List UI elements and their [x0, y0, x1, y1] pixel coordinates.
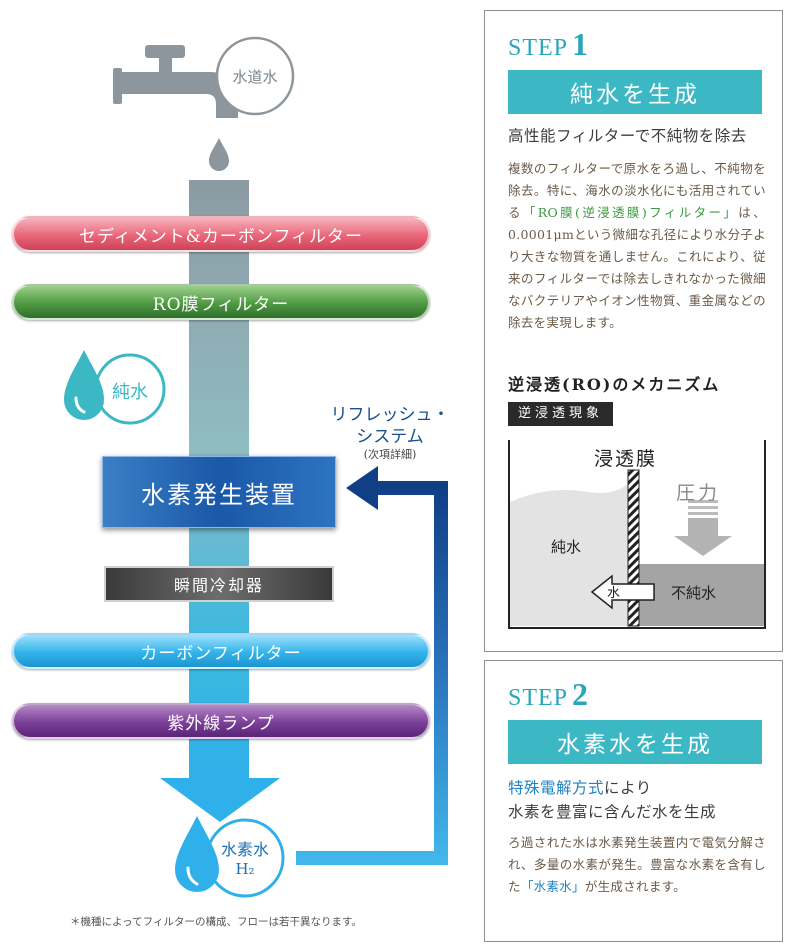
- refresh-line-1: リフレッシュ・: [330, 405, 450, 425]
- step2-subhead-highlight: 特殊電解方式: [508, 779, 605, 797]
- filter-carbon: カーボンフィルター: [12, 633, 430, 669]
- membrane-label: 浸透膜: [594, 448, 658, 470]
- refresh-line-2: システム: [356, 427, 424, 447]
- down-arrow-icon: [160, 778, 280, 822]
- step2-body-part2: が生成されます。: [584, 879, 686, 894]
- step2-subhead-part2: 水素を豊富に含んだ水を生成: [508, 803, 717, 821]
- hydrogen-formula: H₂: [235, 860, 255, 878]
- pure-water-label: 純水: [112, 382, 148, 403]
- instant-cooler-box: 瞬間冷却器: [104, 566, 334, 602]
- hydrogen-water-label: 水素水 H₂: [210, 840, 280, 878]
- mechanism-title: 逆浸透(RO)のメカニズム: [508, 375, 721, 394]
- step2-card: [484, 660, 783, 942]
- refresh-system-label: リフレッシュ・ システム (次項詳細): [320, 404, 460, 462]
- step2-body-highlight: 「水素水」: [520, 879, 585, 894]
- pressure-label: 圧力: [676, 482, 721, 504]
- step2-body: ろ過された水は水素発生装置内で電気分解され、多量の水素が発生。豊富な水素を含有し…: [508, 832, 766, 898]
- uv-lamp: 紫外線ランプ: [12, 703, 430, 739]
- faucet-icon: [113, 45, 238, 118]
- tap-water-badge: [215, 36, 295, 116]
- filter-sediment-carbon: セディメント&カーボンフィルター: [12, 216, 430, 252]
- hydrogen-device-box: 水素発生装置: [102, 456, 336, 528]
- pressure-arrow-icon: [674, 500, 732, 556]
- refresh-arrow: [296, 466, 448, 865]
- step2-number: 2: [572, 676, 589, 712]
- water-arrow-label: 水: [607, 586, 621, 601]
- step2-word: STEP: [508, 685, 569, 711]
- footnote: ＊機種によってフィルターの構成、フローは若干異なります。: [70, 916, 362, 928]
- refresh-note: (次項詳細): [363, 448, 417, 461]
- step2-title: STEP 2: [508, 676, 588, 713]
- hydrogen-water-text: 水素水: [220, 840, 269, 859]
- pure-water-drop-icon: [64, 350, 104, 420]
- filter-ro-membrane: RO膜フィルター: [12, 284, 430, 320]
- hydrogen-water-drop-icon: [175, 816, 219, 892]
- water-drop-icon: [209, 138, 229, 171]
- step1-body-highlight: 「RO膜(逆浸透膜)フィルター」: [522, 205, 739, 220]
- step1-band: 純水を生成: [508, 70, 762, 114]
- step1-word: STEP: [508, 35, 569, 61]
- membrane: [627, 469, 640, 627]
- water-flow-arrow-icon: [590, 574, 655, 610]
- step2-subhead: 特殊電解方式により 水素を豊富に含んだ水を生成: [508, 776, 716, 824]
- step2-subhead-part1: により: [604, 779, 652, 797]
- step2-band: 水素水を生成: [508, 720, 762, 764]
- step1-body-part1: 複数のフィルターで原水をろ過し、不純物を除去。特に、海水の淡水化にも活用されてい…: [508, 161, 766, 220]
- step1-subhead: 高性能フィルターで不純物を除去: [508, 127, 747, 145]
- step1-body: 複数のフィルターで原水をろ過し、不純物を除去。特に、海水の淡水化にも活用されてい…: [508, 158, 766, 334]
- mechanism-badge: 逆浸透現象: [508, 402, 614, 426]
- ro-mechanism-diagram: [508, 440, 766, 629]
- step2-body-part1: ろ過された水は水素発生装置内で電気分解され、多量の水素が発生。豊富な水素を含有し…: [508, 835, 766, 894]
- step1-body-part2: は、0.0001μmという微細な孔径により水分子より大きな物質を通しません。これ…: [508, 205, 766, 330]
- pure-water-diagram-label: 純水: [551, 538, 582, 556]
- impure-water-area: [639, 564, 764, 626]
- tap-water-label: 水道水: [232, 68, 278, 86]
- step1-number: 1: [572, 26, 589, 62]
- impure-water-label: 不純水: [671, 584, 717, 602]
- step1-title: STEP 1: [508, 26, 588, 63]
